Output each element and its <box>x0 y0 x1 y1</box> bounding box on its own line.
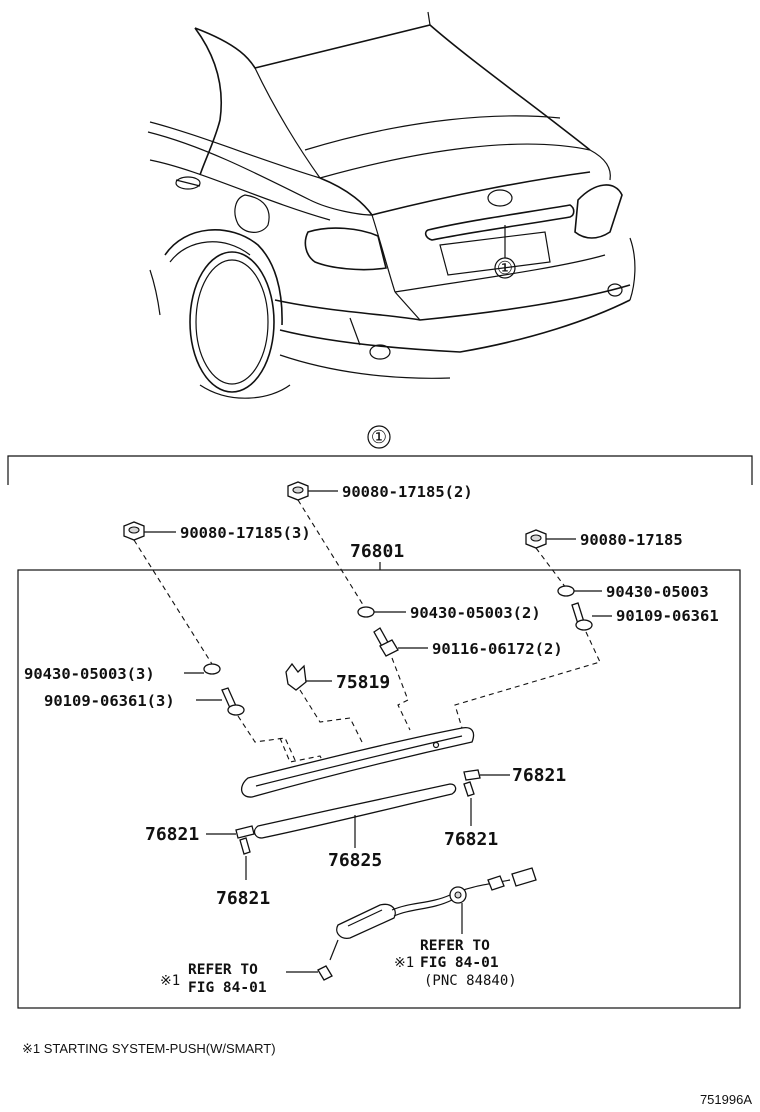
screw-right: 90109-06361 <box>454 602 719 729</box>
label-screw-left: 90109-06361(3) <box>44 692 175 710</box>
section-bracket <box>7 455 753 485</box>
screw-left: 90109-06361(3) <box>44 687 331 776</box>
pad-right-bottom: 76821 <box>444 781 498 850</box>
reference-right-line1: REFER TO <box>420 938 490 954</box>
callout-marker-section: ① <box>371 427 387 448</box>
reference-left: ※1 REFER TO FIG 84-01 <box>160 962 267 996</box>
washer-left: 90430-05003(3) <box>24 663 221 683</box>
nut-left: 90080-17185(3) <box>123 521 311 665</box>
label-nut-right: 90080-17185 <box>580 531 683 549</box>
nut-top: 90080-17185(2) <box>287 481 473 609</box>
assembly-box <box>17 569 741 1009</box>
label-screw-right: 90109-06361 <box>616 607 719 625</box>
label-pad-right-bottom: 76821 <box>444 829 498 850</box>
reference-right-line2: FIG 84-01 <box>420 955 499 971</box>
label-nut-top: 90080-17185(2) <box>342 483 473 501</box>
pad-right-top: 76821 <box>463 765 566 786</box>
label-washer-right: 90430-05003 <box>606 583 709 601</box>
figure-id: 751996A <box>700 1092 752 1107</box>
trunk-switch-harness <box>286 867 537 981</box>
label-assembly: 76801 <box>350 541 404 562</box>
reference-left-mark: ※1 <box>160 973 180 989</box>
pad-left-bottom: 76821 <box>216 837 270 909</box>
label-pad-left: 76821 <box>145 824 199 845</box>
label-garnish-strip: 76825 <box>328 850 382 871</box>
label-pad-left-bottom: 76821 <box>216 888 270 909</box>
washer-right: 90430-05003 <box>557 583 709 601</box>
reference-left-line1: REFER TO <box>188 962 258 978</box>
label-clip: 75819 <box>336 672 390 693</box>
label-nut-left: 90080-17185(3) <box>180 524 311 542</box>
reference-right-line3: (PNC 84840) <box>424 973 517 989</box>
nut-right: 90080-17185 <box>525 529 683 589</box>
label-washer-mid: 90430-05003(2) <box>410 604 541 622</box>
garnish-strip: 76825 <box>253 783 457 871</box>
callout-marker-car: ① <box>497 258 513 279</box>
label-bolt-mid: 90116-06172(2) <box>432 640 563 658</box>
reference-right-mark: ※1 <box>394 955 414 971</box>
label-pad-right-top: 76821 <box>512 765 566 786</box>
washer-mid: 90430-05003(2) <box>357 604 541 622</box>
reference-right: REFER TO ※1 FIG 84-01 (PNC 84840) <box>394 938 517 989</box>
reference-left-line2: FIG 84-01 <box>188 980 267 996</box>
pad-left: 76821 <box>145 824 255 845</box>
clip: 75819 <box>285 662 390 743</box>
car-rear-illustration: ① <box>147 11 636 399</box>
bolt-mid: 90116-06172(2) <box>373 627 563 731</box>
garnish-bar <box>241 726 475 798</box>
footnote: ※1 STARTING SYSTEM-PUSH(W/SMART) <box>22 1041 276 1056</box>
label-washer-left: 90430-05003(3) <box>24 665 155 683</box>
